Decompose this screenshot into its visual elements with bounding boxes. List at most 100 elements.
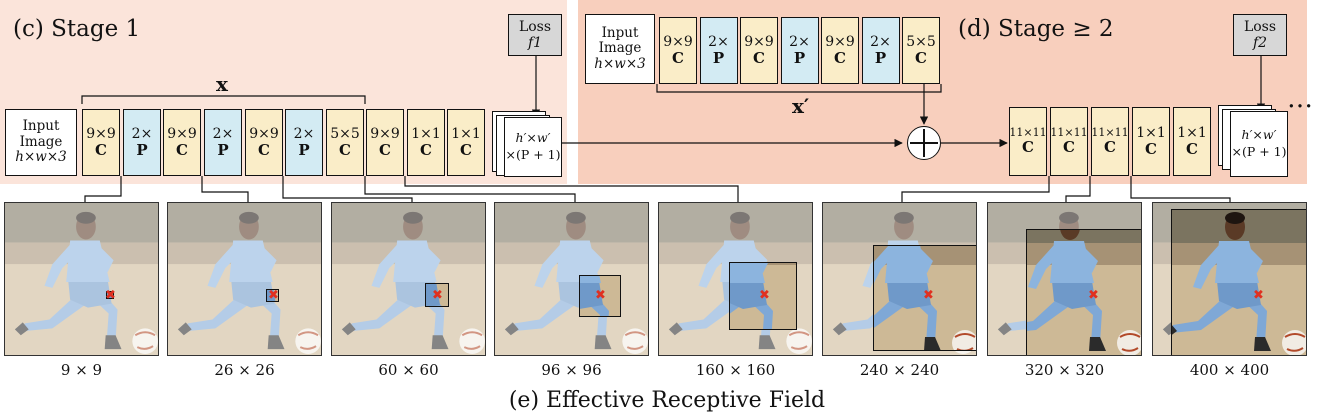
joint-marker-icon: ✖ <box>759 288 770 303</box>
stage1-block-10-op: 1×1 <box>451 125 481 142</box>
joint-marker-icon: ✖ <box>1253 288 1264 303</box>
receptive-field-label-5: 160 × 160 <box>695 361 776 379</box>
stage2-loss-line1: Loss <box>1243 18 1277 35</box>
stage1-title: (c) Stage 1 <box>13 16 141 42</box>
stage2-block-3-op: 9×9 <box>744 33 774 50</box>
stage1-block-8-type: C <box>379 140 391 159</box>
stage1-block-9-type: C <box>420 140 432 159</box>
stage2-loss-line2: f2 <box>1252 35 1268 51</box>
stage1-input-image: Input Image h×w×3 <box>5 109 77 176</box>
stage2-block-2: 2×P <box>699 17 738 84</box>
stage1-block-8-op: 9×9 <box>370 125 400 142</box>
stage2-block-1-op: 9×9 <box>663 33 693 50</box>
stage2-output-line2: ×(P + 1) <box>1231 144 1287 159</box>
joint-marker-icon: ✖ <box>595 288 606 303</box>
receptive-field-window <box>266 289 279 302</box>
stage2-block-1-type: C <box>672 48 684 67</box>
stage1-block-7-op: 5×5 <box>330 125 360 142</box>
stage-continuation-ellipsis: … <box>1287 84 1317 114</box>
stage2-post-block-2-op: 11×11 <box>1050 125 1088 139</box>
stage1-block-6-op: 2× <box>293 125 315 142</box>
stage1-output-line2: ×(P + 1) <box>505 147 561 162</box>
joint-marker-icon: ✖ <box>105 288 116 303</box>
stage2-block-2-op: 2× <box>708 33 729 50</box>
receptive-field-image-3: ✖ <box>331 202 486 356</box>
stage2-post-block-1-type: C <box>1022 138 1034 157</box>
receptive-field-window <box>106 291 114 299</box>
receptive-field-window <box>579 275 621 317</box>
dim-overlay <box>168 203 321 355</box>
stage1-input-line2: Image <box>19 133 63 150</box>
stage2-post-block-3-op: 11×11 <box>1091 125 1129 139</box>
stage2-block-4-op: 2× <box>789 33 810 50</box>
dim-overlay <box>495 203 648 355</box>
stage1-block-7-type: C <box>339 140 351 159</box>
receptive-field-image-1: ✖ <box>4 202 159 356</box>
receptive-field-window <box>729 262 797 330</box>
stage1-block-2-type: P <box>136 140 148 159</box>
receptive-field-label-8: 400 × 400 <box>1189 361 1270 379</box>
stage1-output-line1: h′×w′ <box>515 130 551 146</box>
stage2-post-block-2-type: C <box>1063 138 1075 157</box>
stage2-post-block-4-type: C <box>1145 139 1157 158</box>
stage2-block-6-type: P <box>874 48 887 67</box>
joint-marker-icon: ✖ <box>1088 288 1099 303</box>
stage2-title: (d) Stage ≥ 2 <box>958 16 1114 42</box>
stage1-block-5-op: 9×9 <box>249 125 279 142</box>
receptive-field-image-5: ✖ <box>658 202 813 356</box>
stage2-post-block-5-op: 1×1 <box>1177 124 1207 141</box>
receptive-field-label-3: 60 × 60 <box>378 361 439 379</box>
stage2-post-block-5-type: C <box>1186 139 1198 158</box>
receptive-field-image-4: ✖ <box>494 202 649 356</box>
receptive-field-label-2: 26 × 26 <box>214 361 275 379</box>
dim-overlay <box>5 203 158 355</box>
joint-marker-icon: ✖ <box>268 288 279 303</box>
stage1-belief-maps: h′×w′ ×(P + 1) <box>504 117 562 177</box>
stage2-block-2-type: P <box>712 48 725 67</box>
stage2-input-line1: Input <box>601 24 639 41</box>
stage2-block-6: 2×P <box>861 17 900 84</box>
stage1-loss-box: Loss f1 <box>508 14 562 56</box>
stage2-block-5-op: 9×9 <box>825 33 855 50</box>
stage2-output-line1: h′×w′ <box>1241 127 1277 143</box>
stage2-block-3-type: C <box>753 48 765 67</box>
receptive-field-window <box>1171 209 1306 355</box>
receptive-field-image-6: ✖ <box>822 202 977 356</box>
stage1-loss-line2: f1 <box>527 35 543 51</box>
stage2-block-6-op: 2× <box>870 33 891 50</box>
stage1-block-10-type: C <box>460 140 472 159</box>
figure-caption: (e) Effective Receptive Field <box>508 388 826 413</box>
stage1-loss-line1: Loss <box>518 18 552 35</box>
stage1-block-6-type: P <box>298 140 310 159</box>
stage1-block-4-op: 2× <box>212 125 234 142</box>
stage1-block-3-op: 9×9 <box>167 125 197 142</box>
joint-marker-icon: ✖ <box>923 288 934 303</box>
stage2-block-5-type: C <box>834 48 846 67</box>
stage2-block-7-type: C <box>915 48 927 67</box>
stage1-block-2-op: 2× <box>131 125 153 142</box>
stage1-block-1-type: C <box>95 140 107 159</box>
stage1-block-4-type: P <box>217 140 229 159</box>
stage2-post-block-3-type: C <box>1104 138 1116 157</box>
stage2-input-line3: h×w×3 <box>594 55 646 72</box>
receptive-field-label-1: 9 × 9 <box>60 361 103 379</box>
stage2-input-line2: Image <box>598 40 642 57</box>
receptive-field-label-6: 240 × 240 <box>859 361 940 379</box>
stage2-block-7-op: 5×5 <box>906 33 936 50</box>
